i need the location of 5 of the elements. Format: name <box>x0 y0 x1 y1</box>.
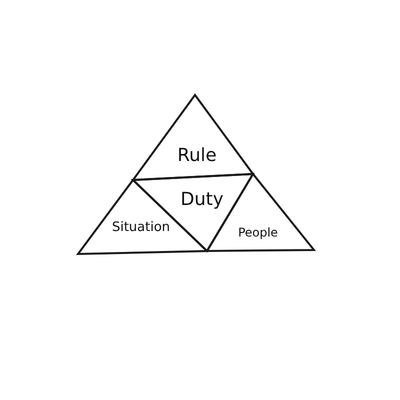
segment-label: Duty <box>180 190 224 210</box>
segment-label: Rule <box>177 146 217 166</box>
segment-label: People <box>238 226 278 240</box>
triangle-segment <box>133 95 253 180</box>
segment-label: Situation <box>112 220 170 236</box>
